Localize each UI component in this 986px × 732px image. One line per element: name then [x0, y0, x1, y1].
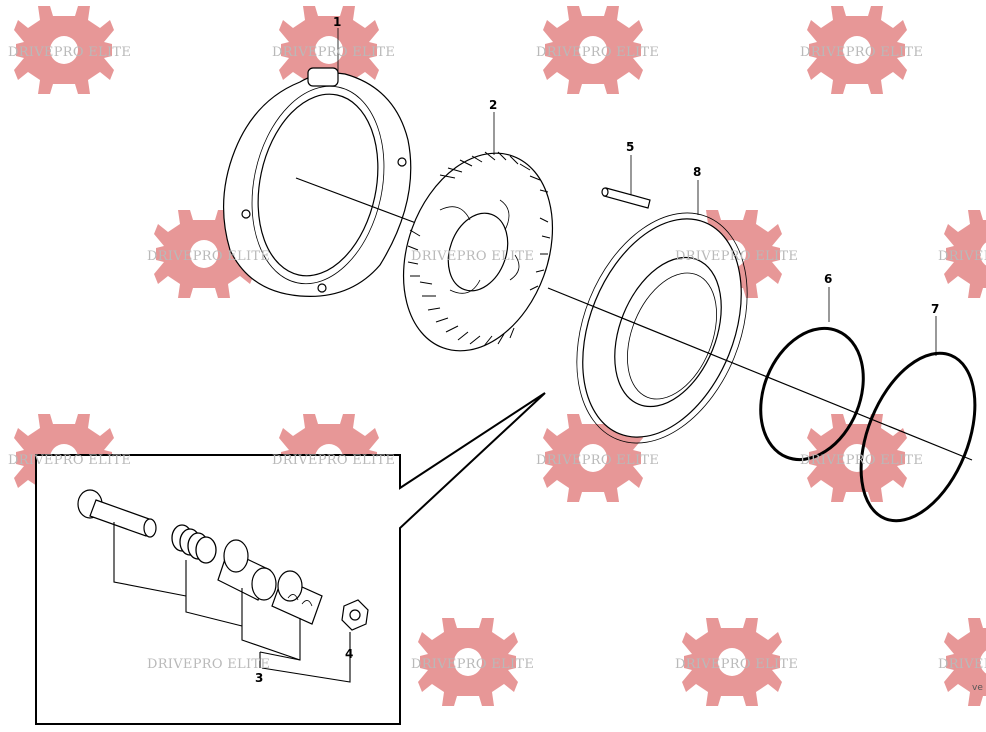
callout-3: 3: [255, 671, 263, 685]
watermark-text: DRIVEPRO ELITE: [800, 45, 923, 60]
detail-inset: [35, 392, 546, 725]
part-1-pressure-plate: [222, 67, 425, 298]
watermark-text: DRIVEPRO ELITE: [272, 453, 395, 468]
watermark-text: DRIVEPRO ELITE: [8, 45, 131, 60]
part-7-o-ring: [859, 316, 977, 523]
callout-7: 7: [931, 302, 939, 316]
valve-nut: [341, 599, 369, 631]
watermark-text: DRIVEPRO ELITE: [8, 453, 131, 468]
callout-2: 2: [489, 98, 497, 112]
part-2-friction-disc: [402, 151, 554, 352]
watermark-text-layer: DRIVEPRO ELITE DRIVEPRO ELITE DRIVEPRO E…: [8, 45, 986, 672]
callouts: 1 2 3 4 5 6 7 8: [255, 15, 939, 685]
watermark-text: DRIVEPRO ELITE: [411, 657, 534, 672]
watermark-text: DRIVEPRO ELITE: [536, 45, 659, 60]
valve-spring: [171, 524, 217, 564]
callout-6: 6: [824, 272, 832, 286]
watermark-text: DRIVEPRO ELITE: [800, 453, 923, 468]
part-5-pin: [601, 155, 651, 209]
valve-sleeve: [217, 539, 277, 601]
watermark-text: DRIVEPRO ELITE: [938, 657, 986, 672]
watermark-text: DRIVEPRO ELITE: [675, 249, 798, 264]
valve-plug: [271, 570, 323, 625]
watermark-text: DRIVEPRO ELITE: [675, 657, 798, 672]
watermark-text: DRIVEPRO ELITE: [147, 657, 270, 672]
watermark-text: DRIVEPRO ELITE: [272, 45, 395, 60]
watermark-text: DRIVEPRO ELITE: [147, 249, 270, 264]
valve-stem: [77, 489, 157, 538]
leader-lines: [337, 28, 495, 155]
watermark-text: DRIVEPRO ELITE: [938, 249, 986, 264]
watermark-text: DRIVEPRO ELITE: [536, 453, 659, 468]
part-8-piston: [547, 180, 973, 461]
corner-mark: ve: [972, 683, 983, 693]
callout-4: 4: [345, 647, 353, 661]
part-6-o-ring: [759, 287, 865, 462]
callout-5: 5: [626, 140, 634, 154]
callout-8: 8: [693, 165, 701, 179]
callout-1: 1: [333, 15, 341, 29]
watermark-text: DRIVEPRO ELITE: [411, 249, 534, 264]
